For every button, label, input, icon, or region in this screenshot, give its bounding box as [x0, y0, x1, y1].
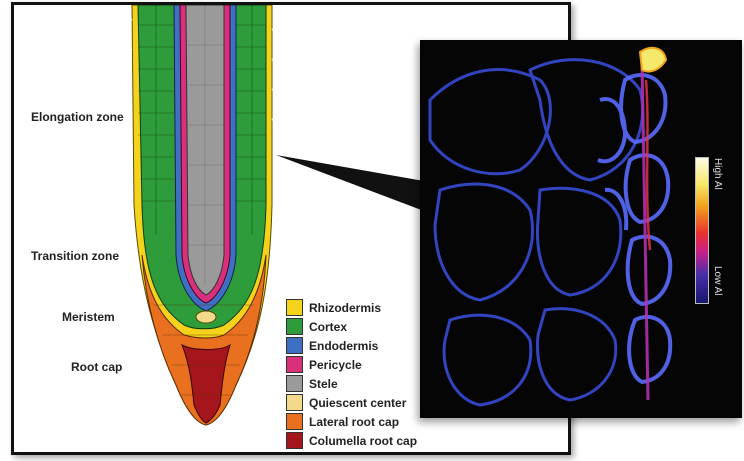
high-al-hotspot [640, 48, 666, 72]
aluminum-fluorescence-micrograph: High Al Low Al [420, 40, 742, 418]
legend-label: Cortex [309, 320, 347, 334]
legend-swatch [286, 299, 303, 316]
zoom-callout-pointer [276, 155, 424, 211]
legend-item: Cortex [286, 317, 417, 336]
root-cap-label: Root cap [71, 360, 122, 374]
legend-label: Columella root cap [309, 434, 417, 448]
legend-swatch [286, 356, 303, 373]
legend-swatch [286, 375, 303, 392]
legend-swatch [286, 432, 303, 449]
tissue-legend: RhizodermisCortexEndodermisPericycleStel… [286, 298, 417, 450]
legend-swatch [286, 318, 303, 335]
legend-label: Quiescent center [309, 396, 406, 410]
legend-label: Stele [309, 377, 338, 391]
meristem-label: Meristem [62, 310, 115, 324]
micrograph-cells [420, 40, 742, 418]
al-colorbar [695, 157, 709, 304]
legend-item: Lateral root cap [286, 412, 417, 431]
legend-item: Endodermis [286, 336, 417, 355]
legend-item: Stele [286, 374, 417, 393]
legend-label: Pericycle [309, 358, 362, 372]
legend-swatch [286, 413, 303, 430]
low-al-label: Low Al [712, 266, 723, 295]
legend-item: Columella root cap [286, 431, 417, 450]
legend-label: Rhizodermis [309, 301, 381, 315]
elongation-zone-label: Elongation zone [31, 110, 124, 124]
legend-item: Quiescent center [286, 393, 417, 412]
legend-item: Pericycle [286, 355, 417, 374]
legend-label: Endodermis [309, 339, 378, 353]
transition-zone-label: Transition zone [31, 249, 119, 263]
legend-label: Lateral root cap [309, 415, 399, 429]
legend-swatch [286, 394, 303, 411]
legend-item: Rhizodermis [286, 298, 417, 317]
quiescent-center [196, 311, 216, 323]
high-al-label: High Al [712, 158, 723, 190]
legend-swatch [286, 337, 303, 354]
